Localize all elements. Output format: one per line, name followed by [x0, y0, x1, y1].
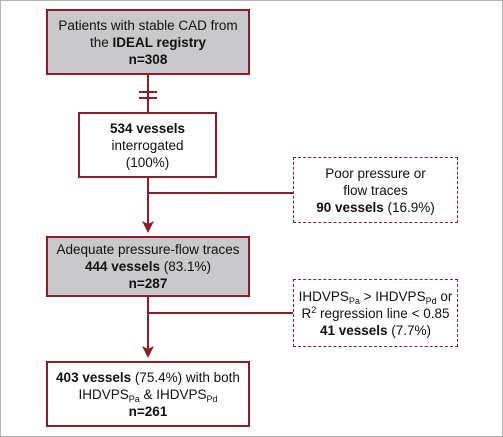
final-sub-pa: Pa [128, 393, 140, 404]
final-line-1: 403 vessels (75.4%) with both [56, 369, 240, 386]
excluded-regression-percent: (7.7%) [387, 322, 432, 338]
excluded-regression-vessels: 41 vessels [319, 322, 388, 338]
excluded-traces-vessels: 90 vessels [316, 199, 384, 215]
registry-line-1: Patients with stable CAD from [58, 17, 238, 33]
final-line-2: IHDVPSPa & IHDVPSPd [78, 386, 218, 404]
ihdvps-compare: > IHDVPS [359, 288, 426, 304]
interrogated-label: interrogated [111, 137, 184, 153]
final-percent-text: (75.4%) with both [131, 369, 240, 385]
adequate-line-2: 444 vessels (83.1%) [85, 258, 211, 275]
excluded-traces-percent: (16.9%) [383, 199, 435, 215]
registry-name: IDEAL registry [112, 34, 207, 50]
excluded-traces-line-3: 90 vessels (16.9%) [316, 199, 435, 216]
ihdvps-label-a: IHDVPS [298, 288, 349, 304]
final-ihdvps-b: & IHDVPS [139, 386, 207, 402]
excluded-traces-line-1: Poor pressure or [325, 165, 426, 181]
excluded-regression-line-2: R2 regression line < 0.85 [302, 305, 450, 322]
ihdvps-sub-pa: Pa [348, 295, 360, 306]
interrogated-box: 534 vessels interrogated (100%) [78, 112, 217, 178]
excluded-traces-box: Poor pressure or flow traces 90 vessels … [293, 157, 458, 223]
registry-box: Patients with stable CAD from the IDEAL … [46, 9, 250, 75]
excluded-regression-box: IHDVPSPa > IHDVPSPd or R2 regression lin… [293, 279, 458, 347]
final-vessels: 403 vessels [56, 369, 132, 385]
r-symbol: R [301, 305, 312, 321]
excluded-regression-line-1: IHDVPSPa > IHDVPSPd or [298, 288, 453, 306]
final-box: 403 vessels (75.4%) with both IHDVPSPa &… [46, 361, 250, 427]
final-sub-pd: Pd [206, 393, 218, 404]
r-squared-sup: 2 [311, 304, 317, 315]
registry-count: n=308 [128, 51, 168, 67]
interrogated-percent: (100%) [125, 154, 170, 170]
adequate-count: n=287 [128, 276, 168, 291]
final-count: n=261 [128, 403, 168, 419]
final-ihdvps-a: IHDVPS [78, 386, 129, 402]
adequate-box: Adequate pressure-flow traces 444 vessel… [46, 236, 250, 297]
or-word: or [436, 288, 453, 304]
excluded-traces-line-2: flow traces [343, 182, 408, 198]
regression-threshold: regression line < 0.85 [316, 305, 450, 321]
adequate-percent: (83.1%) [160, 259, 212, 274]
excluded-regression-line-3: 41 vessels (7.7%) [320, 322, 431, 339]
interrogated-vessels: 534 vessels [109, 120, 186, 136]
registry-line-2: the IDEAL registry [90, 34, 206, 51]
adequate-line-1: Adequate pressure-flow traces [56, 242, 240, 257]
adequate-vessels: 444 vessels [84, 259, 161, 274]
ihdvps-sub-pd: Pd [425, 295, 437, 306]
registry-line-2-prefix: the [89, 34, 113, 50]
